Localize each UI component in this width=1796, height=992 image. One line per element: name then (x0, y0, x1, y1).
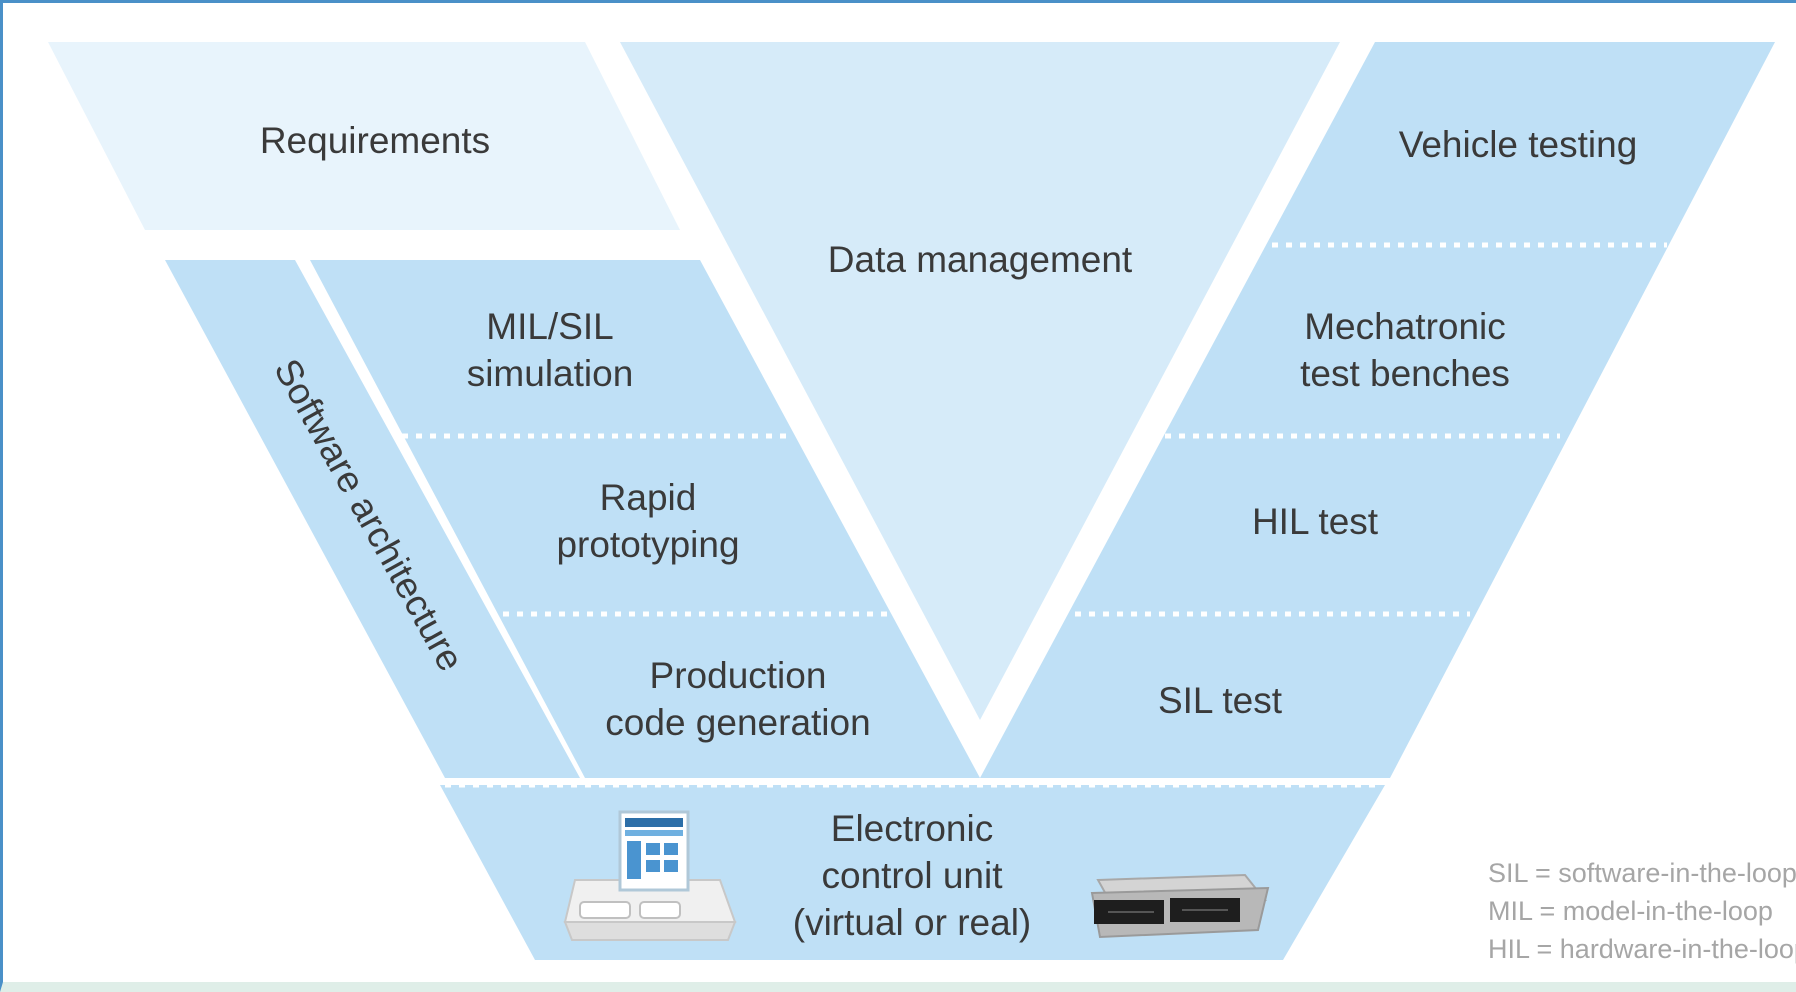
ecu-label-line1: Electronic (831, 808, 993, 849)
right-arm-panel (980, 42, 1775, 778)
mil-sil-label-line1: MIL/SIL (486, 306, 614, 347)
virtual-ecu-icon (563, 810, 737, 941)
vehicle-testing-label: Vehicle testing (1399, 124, 1638, 165)
production-code-label-line1: Production (650, 655, 827, 696)
data-management-label: Data management (828, 239, 1133, 280)
production-code-label-line2: code generation (605, 702, 870, 743)
mechatronic-label-line1: Mechatronic (1304, 306, 1506, 347)
ecu-label-line3: (virtual or real) (793, 902, 1032, 943)
hil-test-label: HIL test (1252, 501, 1379, 542)
mechatronic-label-line2: test benches (1300, 353, 1510, 394)
rapid-prototyping-label-line1: Rapid (600, 477, 697, 518)
legend-mil: MIL = model-in-the-loop (1488, 896, 1773, 926)
ecu-label-line2: control unit (822, 855, 1004, 896)
rapid-prototyping-label-line2: prototyping (556, 524, 739, 565)
software-architecture-band (165, 260, 580, 778)
requirements-panel (48, 42, 680, 230)
left-arm-panel (310, 260, 980, 778)
mil-sil-label-line2: simulation (467, 353, 634, 394)
real-ecu-icon (1090, 873, 1270, 939)
legend-sil: SIL = software-in-the-loop (1488, 858, 1796, 888)
legend-hil: HIL = hardware-in-the-loop (1488, 934, 1796, 964)
requirements-label: Requirements (260, 120, 490, 161)
sil-test-label: SIL test (1158, 680, 1283, 721)
data-management-panel (620, 42, 1340, 720)
